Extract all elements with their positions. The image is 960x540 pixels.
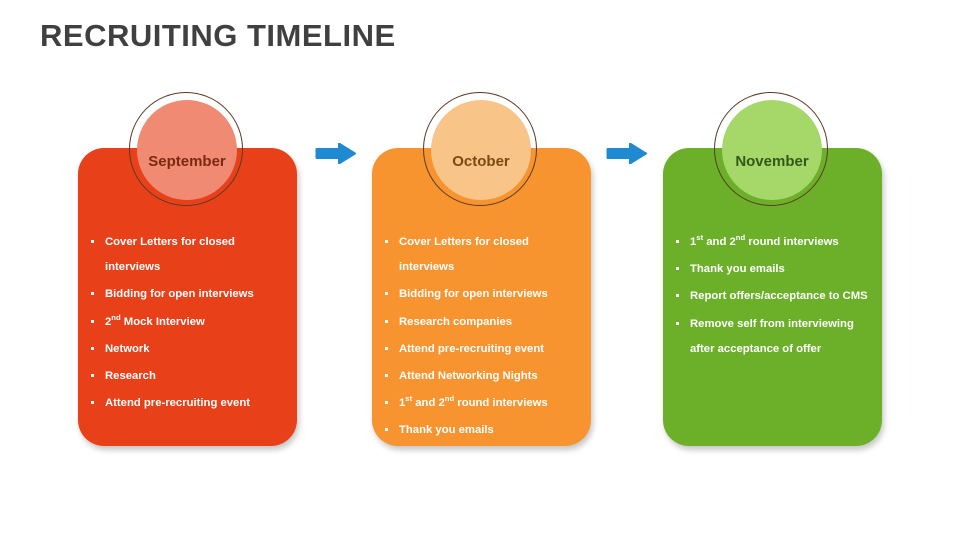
- bullet-dot-icon: [385, 240, 388, 243]
- list-item-label: 1st and 2nd round interviews: [690, 233, 839, 248]
- month-marker-october: October: [423, 92, 539, 208]
- list-item: Research: [89, 364, 286, 389]
- list-item: Report offers/acceptance to CMS: [674, 284, 871, 309]
- list-item: Attend Networking Nights: [383, 364, 580, 389]
- bullet-dot-icon: [385, 292, 388, 296]
- bullet-dot-icon: [676, 267, 679, 271]
- list-item: Cover Letters for closed interviews: [89, 230, 286, 280]
- list-item-label: Cover Letters for closed interviews: [399, 236, 529, 274]
- list-item-label: Thank you emails: [690, 263, 785, 276]
- list-item-label: Research: [105, 370, 156, 383]
- circle-fill-november: November: [722, 100, 822, 200]
- month-marker-september: September: [129, 92, 245, 208]
- bullet-dot-icon: [385, 374, 388, 378]
- list-item: Network: [89, 337, 286, 362]
- list-item-label: Research companies: [399, 315, 513, 328]
- month-marker-november: November: [714, 92, 830, 208]
- list-item: 2nd Mock Interview: [89, 310, 286, 335]
- circle-outline-ring: [714, 92, 828, 206]
- list-item-label: Attend pre-recruiting event: [399, 342, 544, 355]
- list-item: Attend pre-recruiting event: [89, 391, 286, 416]
- bullet-dot-icon: [385, 346, 388, 350]
- list-item: Attend pre-recruiting event: [383, 337, 580, 362]
- bullet-dot-icon: [385, 428, 388, 432]
- list-item-label: Bidding for open interviews: [105, 288, 254, 301]
- list-item: 1st and 2nd round interviews: [674, 230, 871, 255]
- list-item-label: Thank you emails: [399, 424, 494, 437]
- list-item: Bidding for open interviews: [89, 282, 286, 307]
- circle-outline-ring: [423, 92, 537, 206]
- list-item-label: Remove self from interviewing after acce…: [690, 317, 854, 355]
- bullet-dot-icon: [91, 240, 94, 243]
- month-label-november: November: [735, 152, 809, 170]
- bullet-dot-icon: [91, 319, 94, 323]
- list-item-label: Attend Networking Nights: [399, 370, 538, 383]
- bullet-dot-icon: [676, 294, 679, 298]
- bullet-dot-icon: [91, 401, 94, 405]
- list-item: 1st and 2nd round interviews: [383, 391, 580, 416]
- list-item-label: Report offers/acceptance to CMS: [690, 290, 868, 303]
- bullet-dot-icon: [91, 292, 94, 296]
- bullet-dot-icon: [676, 321, 679, 325]
- list-item-label: 2nd Mock Interview: [105, 312, 205, 328]
- list-item: Research companies: [383, 310, 580, 335]
- list-item: Remove self from interviewing after acce…: [674, 312, 871, 362]
- circle-fill-september: September: [137, 100, 237, 200]
- arrow-september-to-october-icon: [315, 143, 356, 164]
- circle-fill-october: October: [431, 100, 531, 200]
- list-item-label: Attend pre-recruiting event: [105, 397, 250, 410]
- list-item-label: 1st and 2nd round interviews: [399, 394, 548, 410]
- list-item: Thank you emails: [674, 257, 871, 282]
- page-title: RECRUITING TIMELINE: [40, 18, 396, 53]
- bullet-dot-icon: [676, 240, 679, 243]
- list-item-label: Cover Letters for closed interviews: [105, 236, 235, 274]
- list-item-label: Network: [105, 342, 150, 355]
- month-label-october: October: [452, 152, 510, 170]
- month-label-september: September: [148, 152, 226, 170]
- bullet-dot-icon: [91, 374, 94, 378]
- bullet-dot-icon: [385, 319, 388, 323]
- circle-outline-ring: [129, 92, 243, 206]
- list-item: Thank you emails: [383, 418, 580, 443]
- bullet-dot-icon: [91, 346, 94, 350]
- list-item: Bidding for open interviews: [383, 282, 580, 307]
- arrow-october-to-november-icon: [606, 143, 647, 164]
- bullet-dot-icon: [385, 401, 388, 405]
- list-item: Cover Letters for closed interviews: [383, 230, 580, 280]
- list-item-label: Bidding for open interviews: [399, 288, 548, 301]
